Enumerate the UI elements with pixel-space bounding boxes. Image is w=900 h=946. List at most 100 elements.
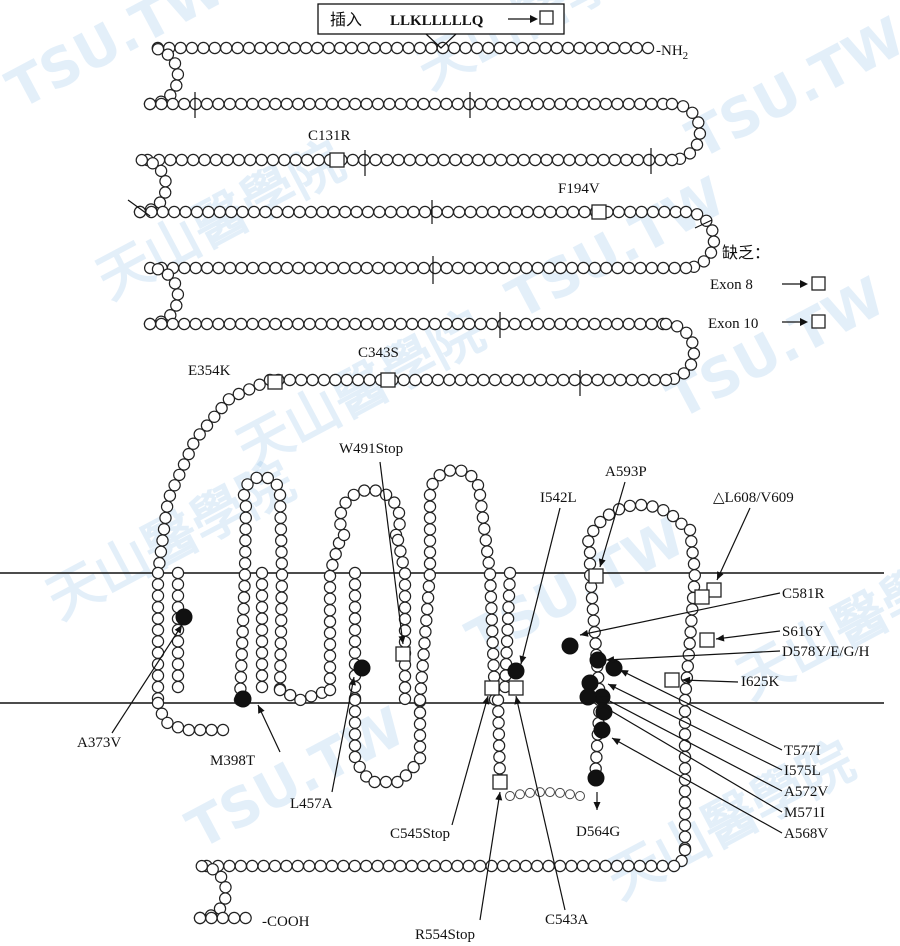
residue xyxy=(602,508,616,521)
residue xyxy=(348,716,362,730)
residue xyxy=(622,859,635,873)
residue xyxy=(280,859,293,873)
residue xyxy=(645,261,659,275)
watermark: TSU.TW天山醫學院TSU.TW天山醫學院TSU.TW天山醫學院TSU.TW天… xyxy=(0,0,900,911)
residue xyxy=(686,603,699,616)
residue xyxy=(396,556,409,569)
residue xyxy=(269,317,282,331)
residue xyxy=(582,535,595,548)
residue xyxy=(311,41,324,55)
residue xyxy=(630,41,643,55)
residue xyxy=(339,496,352,509)
residue xyxy=(392,506,406,520)
residue xyxy=(682,648,696,662)
n-terminus-label: -NH2 xyxy=(656,43,688,62)
residue xyxy=(171,680,185,694)
residue xyxy=(314,97,328,111)
residue xyxy=(396,205,409,219)
residue xyxy=(479,534,492,547)
residue xyxy=(353,760,366,774)
residue xyxy=(323,604,337,617)
residue xyxy=(686,546,699,559)
residue xyxy=(531,261,545,275)
residue xyxy=(380,153,394,167)
residue xyxy=(255,635,269,648)
residue xyxy=(476,511,490,524)
residue xyxy=(542,317,556,331)
residue xyxy=(622,97,636,111)
residue xyxy=(282,205,295,219)
residue xyxy=(275,568,289,582)
residue xyxy=(379,775,393,789)
mutation-marker-filled xyxy=(587,769,605,787)
residue xyxy=(494,153,508,167)
residue xyxy=(236,614,250,627)
residue xyxy=(414,682,428,695)
residue xyxy=(214,870,228,884)
mutation-marker-filled xyxy=(579,688,597,706)
residue xyxy=(497,261,510,275)
residue xyxy=(425,41,438,55)
residue xyxy=(481,545,494,558)
residue xyxy=(482,41,495,55)
residue xyxy=(384,205,397,219)
residue xyxy=(236,205,249,219)
residue xyxy=(420,373,433,387)
residue xyxy=(502,589,516,603)
residue xyxy=(280,261,294,275)
label-C131R: C131R xyxy=(308,128,351,144)
residue xyxy=(274,648,287,661)
residue xyxy=(562,41,575,55)
residue xyxy=(591,373,604,387)
residue xyxy=(193,723,207,737)
residue xyxy=(166,97,179,111)
residue xyxy=(428,317,442,331)
residue xyxy=(334,518,347,531)
residue xyxy=(238,568,252,581)
residue xyxy=(151,601,165,614)
residue xyxy=(520,317,533,331)
residue xyxy=(393,518,406,531)
residue xyxy=(329,373,342,387)
residue xyxy=(171,658,185,671)
residue xyxy=(156,205,169,219)
residue xyxy=(398,669,412,683)
residue xyxy=(391,533,405,547)
residue xyxy=(155,707,169,720)
residue xyxy=(237,488,251,502)
residue xyxy=(394,545,407,558)
residue xyxy=(143,97,157,111)
residue xyxy=(485,602,498,615)
residue xyxy=(269,97,282,111)
arrow-head xyxy=(580,629,589,637)
residue xyxy=(274,511,287,525)
residue xyxy=(659,373,673,387)
residue xyxy=(567,205,580,219)
mutation-marker-open xyxy=(492,774,508,790)
residue xyxy=(361,205,375,219)
residue xyxy=(475,500,488,513)
residue xyxy=(189,317,202,331)
residue xyxy=(255,623,269,637)
residue xyxy=(168,277,182,290)
residue xyxy=(423,523,437,536)
residue xyxy=(219,41,233,55)
residue xyxy=(303,261,316,275)
residue xyxy=(348,589,362,603)
residue xyxy=(668,261,681,275)
exon-tick xyxy=(127,199,151,217)
residue xyxy=(590,751,603,764)
residue xyxy=(623,499,637,513)
residue xyxy=(274,637,287,650)
residue xyxy=(417,97,430,111)
residue xyxy=(486,624,499,638)
residue xyxy=(255,589,269,603)
residue xyxy=(586,603,600,616)
residue xyxy=(323,615,337,628)
residue xyxy=(453,205,466,219)
residue xyxy=(168,479,181,492)
arrow-head xyxy=(174,625,182,634)
residue xyxy=(440,261,453,275)
residue xyxy=(641,41,655,55)
residue xyxy=(238,557,252,570)
